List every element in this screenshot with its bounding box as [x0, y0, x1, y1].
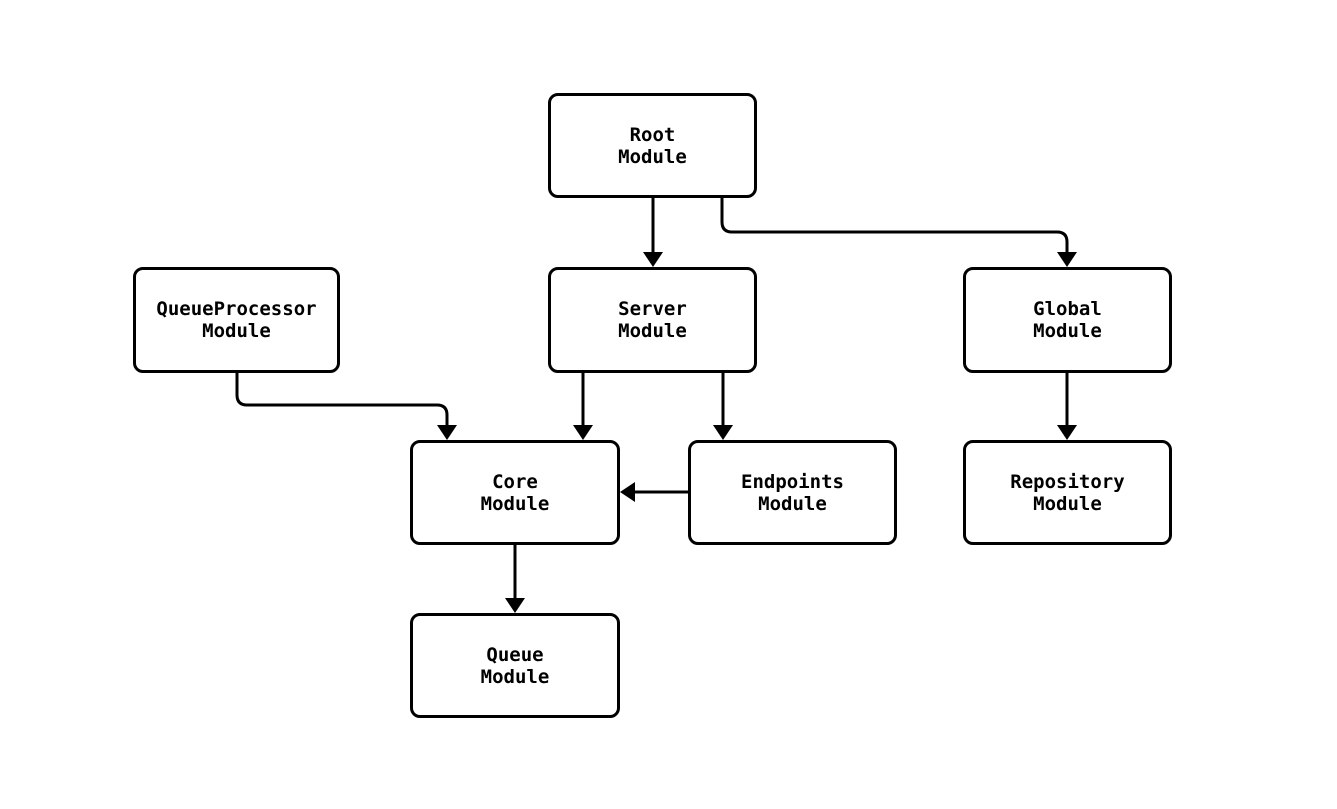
- edge-global-to-repository: [1057, 373, 1077, 440]
- node-queueprocessor-module: QueueProcessor Module: [133, 267, 340, 373]
- edge-core-to-queue: [505, 545, 525, 613]
- node-core-module: Core Module: [410, 440, 620, 545]
- node-queue-module-label: Queue Module: [480, 643, 550, 688]
- node-global-module: Global Module: [963, 267, 1172, 373]
- edge-root-to-server: [643, 198, 663, 267]
- node-core-module-label: Core Module: [480, 470, 550, 515]
- node-repository-module: Repository Module: [963, 440, 1172, 545]
- arrowhead-down-icon: [713, 425, 733, 440]
- arrowhead-down-icon: [437, 425, 457, 440]
- edge-server-to-core: [573, 373, 593, 440]
- edge-server-to-endpoints: [713, 373, 733, 440]
- edge-endpoints-to-core: [620, 482, 688, 502]
- node-root-module-label: Root Module: [618, 123, 687, 168]
- node-endpoints-module-label: Endpoints Module: [741, 470, 844, 515]
- edge-root-to-global: [720, 198, 1077, 267]
- node-global-module-label: Global Module: [1033, 298, 1102, 342]
- arrowhead-left-icon: [620, 482, 635, 502]
- node-endpoints-module: Endpoints Module: [688, 440, 897, 545]
- node-server-module-label: Server Module: [618, 298, 687, 342]
- node-queue-module: Queue Module: [410, 613, 620, 718]
- node-repository-module-label: Repository Module: [1010, 470, 1125, 515]
- node-server-module: Server Module: [548, 267, 757, 373]
- arrowhead-down-icon: [573, 425, 593, 440]
- arrowhead-down-icon: [1057, 252, 1077, 267]
- arrowhead-down-icon: [1057, 425, 1077, 440]
- node-root-module: Root Module: [548, 93, 757, 198]
- arrowhead-down-icon: [505, 598, 525, 613]
- edge-queueprocessor-to-core: [235, 373, 457, 440]
- node-queueprocessor-module-label: QueueProcessor Module: [156, 298, 317, 342]
- arrowhead-down-icon: [643, 252, 663, 267]
